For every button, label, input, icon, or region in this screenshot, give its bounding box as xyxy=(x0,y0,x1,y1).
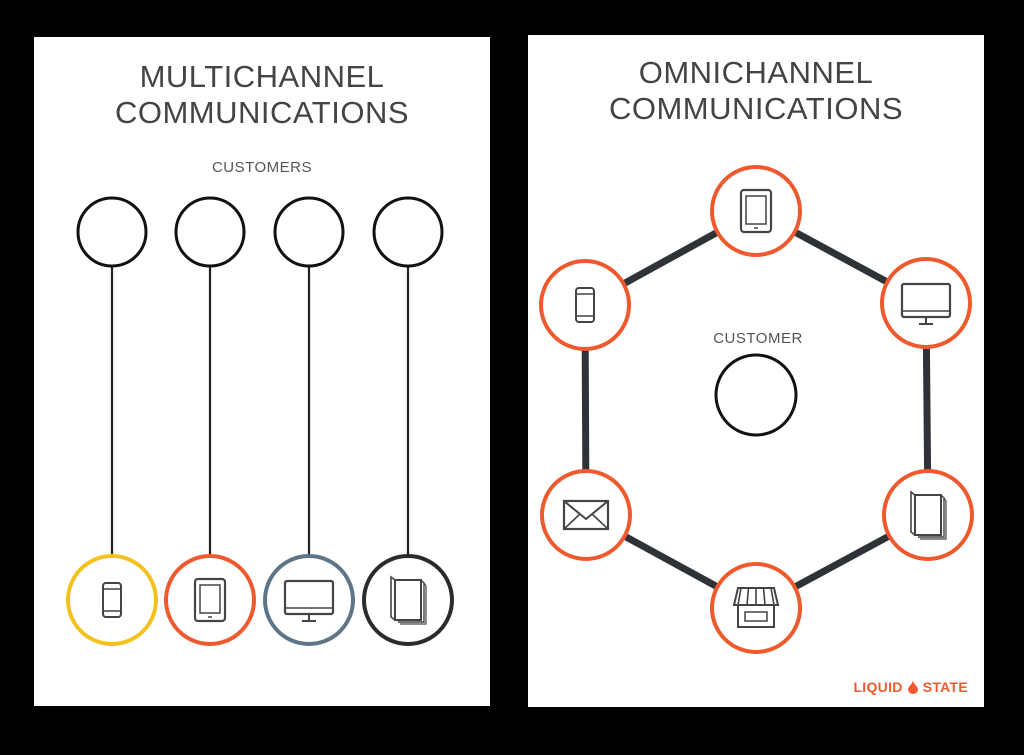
customer-avatar-4 xyxy=(372,196,444,268)
channel-circle-2 xyxy=(164,554,256,646)
omni-customer-avatar xyxy=(714,353,798,437)
multichannel-title-line2: COMMUNICATIONS xyxy=(114,94,410,130)
tablet-icon xyxy=(193,577,227,623)
monitor-icon xyxy=(900,282,952,325)
customer-avatar-1 xyxy=(76,196,148,268)
channel-circle-4 xyxy=(362,554,454,646)
multichannel-panel: MULTICHANNEL COMMUNICATIONS CUSTOMERS xyxy=(34,37,490,706)
omni-channel-circle-6 xyxy=(539,259,631,351)
omnichannel-title-line2: COMMUNICATIONS xyxy=(608,90,904,126)
omni-channel-circle-4 xyxy=(710,562,802,654)
monitor-icon xyxy=(283,579,335,622)
customer-avatar-3 xyxy=(273,196,345,268)
omni-channel-circle-3 xyxy=(882,469,974,561)
omni-channel-circle-5 xyxy=(540,469,632,561)
omni-channel-circle-2 xyxy=(880,257,972,349)
channel-circle-3 xyxy=(263,554,355,646)
omnichannel-panel: OMNICHANNEL COMMUNICATIONS CUSTOMER LIQU… xyxy=(528,35,984,707)
brand-word-1: LIQUID xyxy=(853,679,903,695)
omni-channel-circle-1 xyxy=(710,165,802,257)
store-icon xyxy=(732,587,780,628)
omnichannel-title-line1: OMNICHANNEL xyxy=(638,55,874,90)
omnichannel-title: OMNICHANNEL COMMUNICATIONS xyxy=(528,55,984,126)
drop-icon xyxy=(907,680,918,694)
brand-word-2: STATE xyxy=(922,679,968,695)
multichannel-title: MULTICHANNEL COMMUNICATIONS xyxy=(34,59,490,130)
customers-label: CUSTOMERS xyxy=(211,159,313,176)
smartphone-icon xyxy=(102,582,122,618)
smartphone-icon xyxy=(575,287,595,323)
liquid-state-logo: LIQUID STATE xyxy=(853,679,968,695)
channel-circle-1 xyxy=(66,554,158,646)
multichannel-title-line1: MULTICHANNEL xyxy=(139,59,385,94)
customer-avatar-2 xyxy=(174,196,246,268)
tablet-icon xyxy=(739,188,773,234)
customer-label: CUSTOMER xyxy=(713,330,803,347)
envelope-icon xyxy=(562,499,610,531)
multichannel-diagram xyxy=(66,196,454,646)
omnichannel-diagram xyxy=(539,165,974,654)
book-icon xyxy=(910,490,947,540)
book-icon xyxy=(390,575,427,625)
